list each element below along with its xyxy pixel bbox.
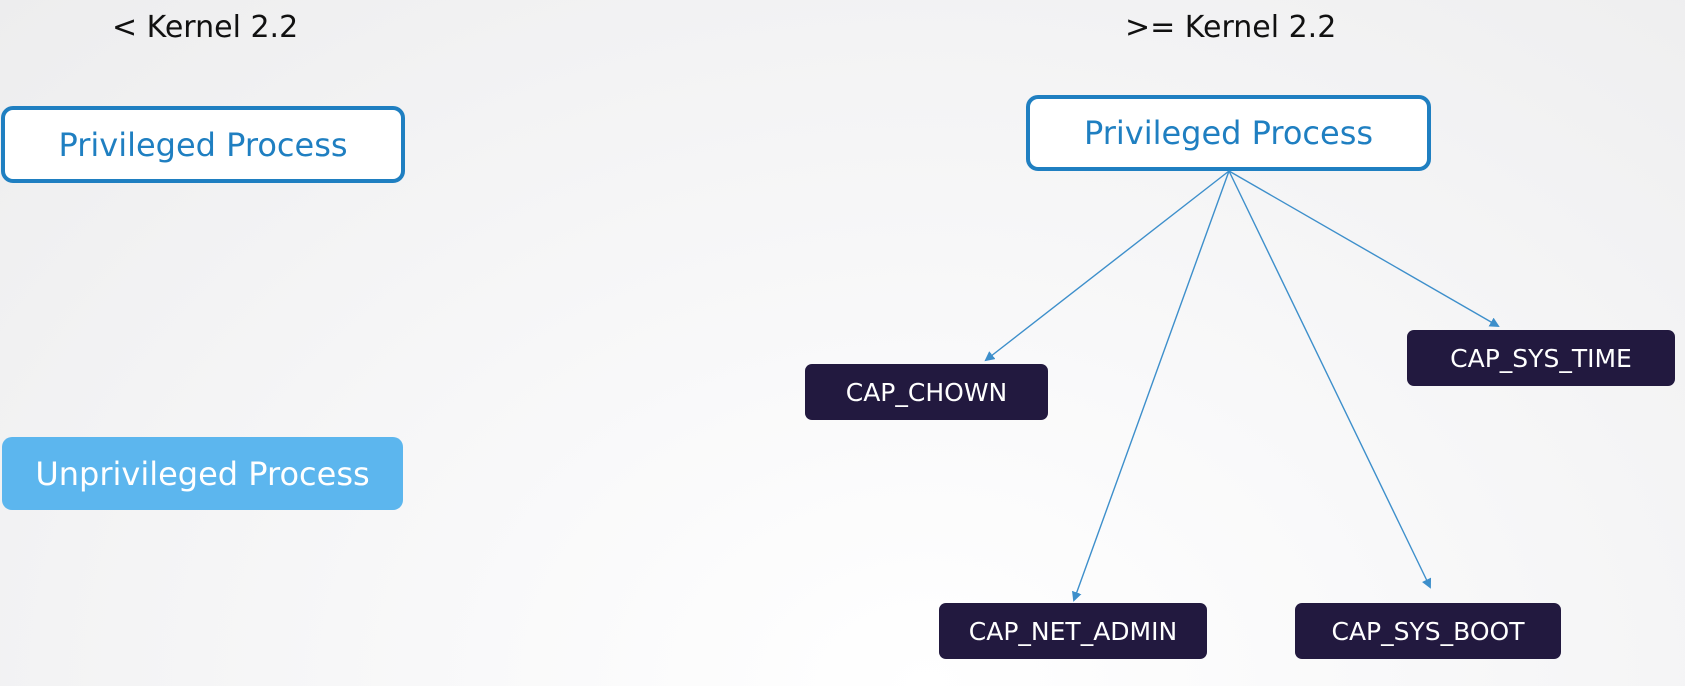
privileged-process-left-label: Privileged Process xyxy=(58,125,348,164)
unprivileged-process-left-label: Unprivileged Process xyxy=(35,454,370,493)
cap-chown-label: CAP_CHOWN xyxy=(845,377,1008,407)
arrow-to-cap-sys-time xyxy=(1228,170,1500,327)
arrow-to-cap-sys-boot xyxy=(1228,170,1432,589)
heading-kernel-gte-2-2: >= Kernel 2.2 xyxy=(1125,10,1337,45)
privileged-process-right: Privileged Process xyxy=(1026,95,1431,171)
heading-kernel-lt-2-2: < Kernel 2.2 xyxy=(112,10,299,45)
cap-net-admin-label: CAP_NET_ADMIN xyxy=(968,616,1178,646)
cap-sys-boot-node: CAP_SYS_BOOT xyxy=(1295,603,1561,659)
privileged-process-left: Privileged Process xyxy=(1,106,405,183)
cap-net-admin-node: CAP_NET_ADMIN xyxy=(939,603,1207,659)
unprivileged-process-left: Unprivileged Process xyxy=(2,437,403,510)
cap-sys-time-label: CAP_SYS_TIME xyxy=(1450,343,1632,373)
cap-chown-node: CAP_CHOWN xyxy=(805,364,1048,420)
arrow-to-cap-net-admin xyxy=(1072,170,1230,602)
privileged-process-right-label: Privileged Process xyxy=(1083,114,1374,152)
arrow-to-cap-chown xyxy=(984,170,1230,362)
cap-sys-boot-label: CAP_SYS_BOOT xyxy=(1331,616,1525,646)
cap-sys-time-node: CAP_SYS_TIME xyxy=(1407,330,1675,386)
